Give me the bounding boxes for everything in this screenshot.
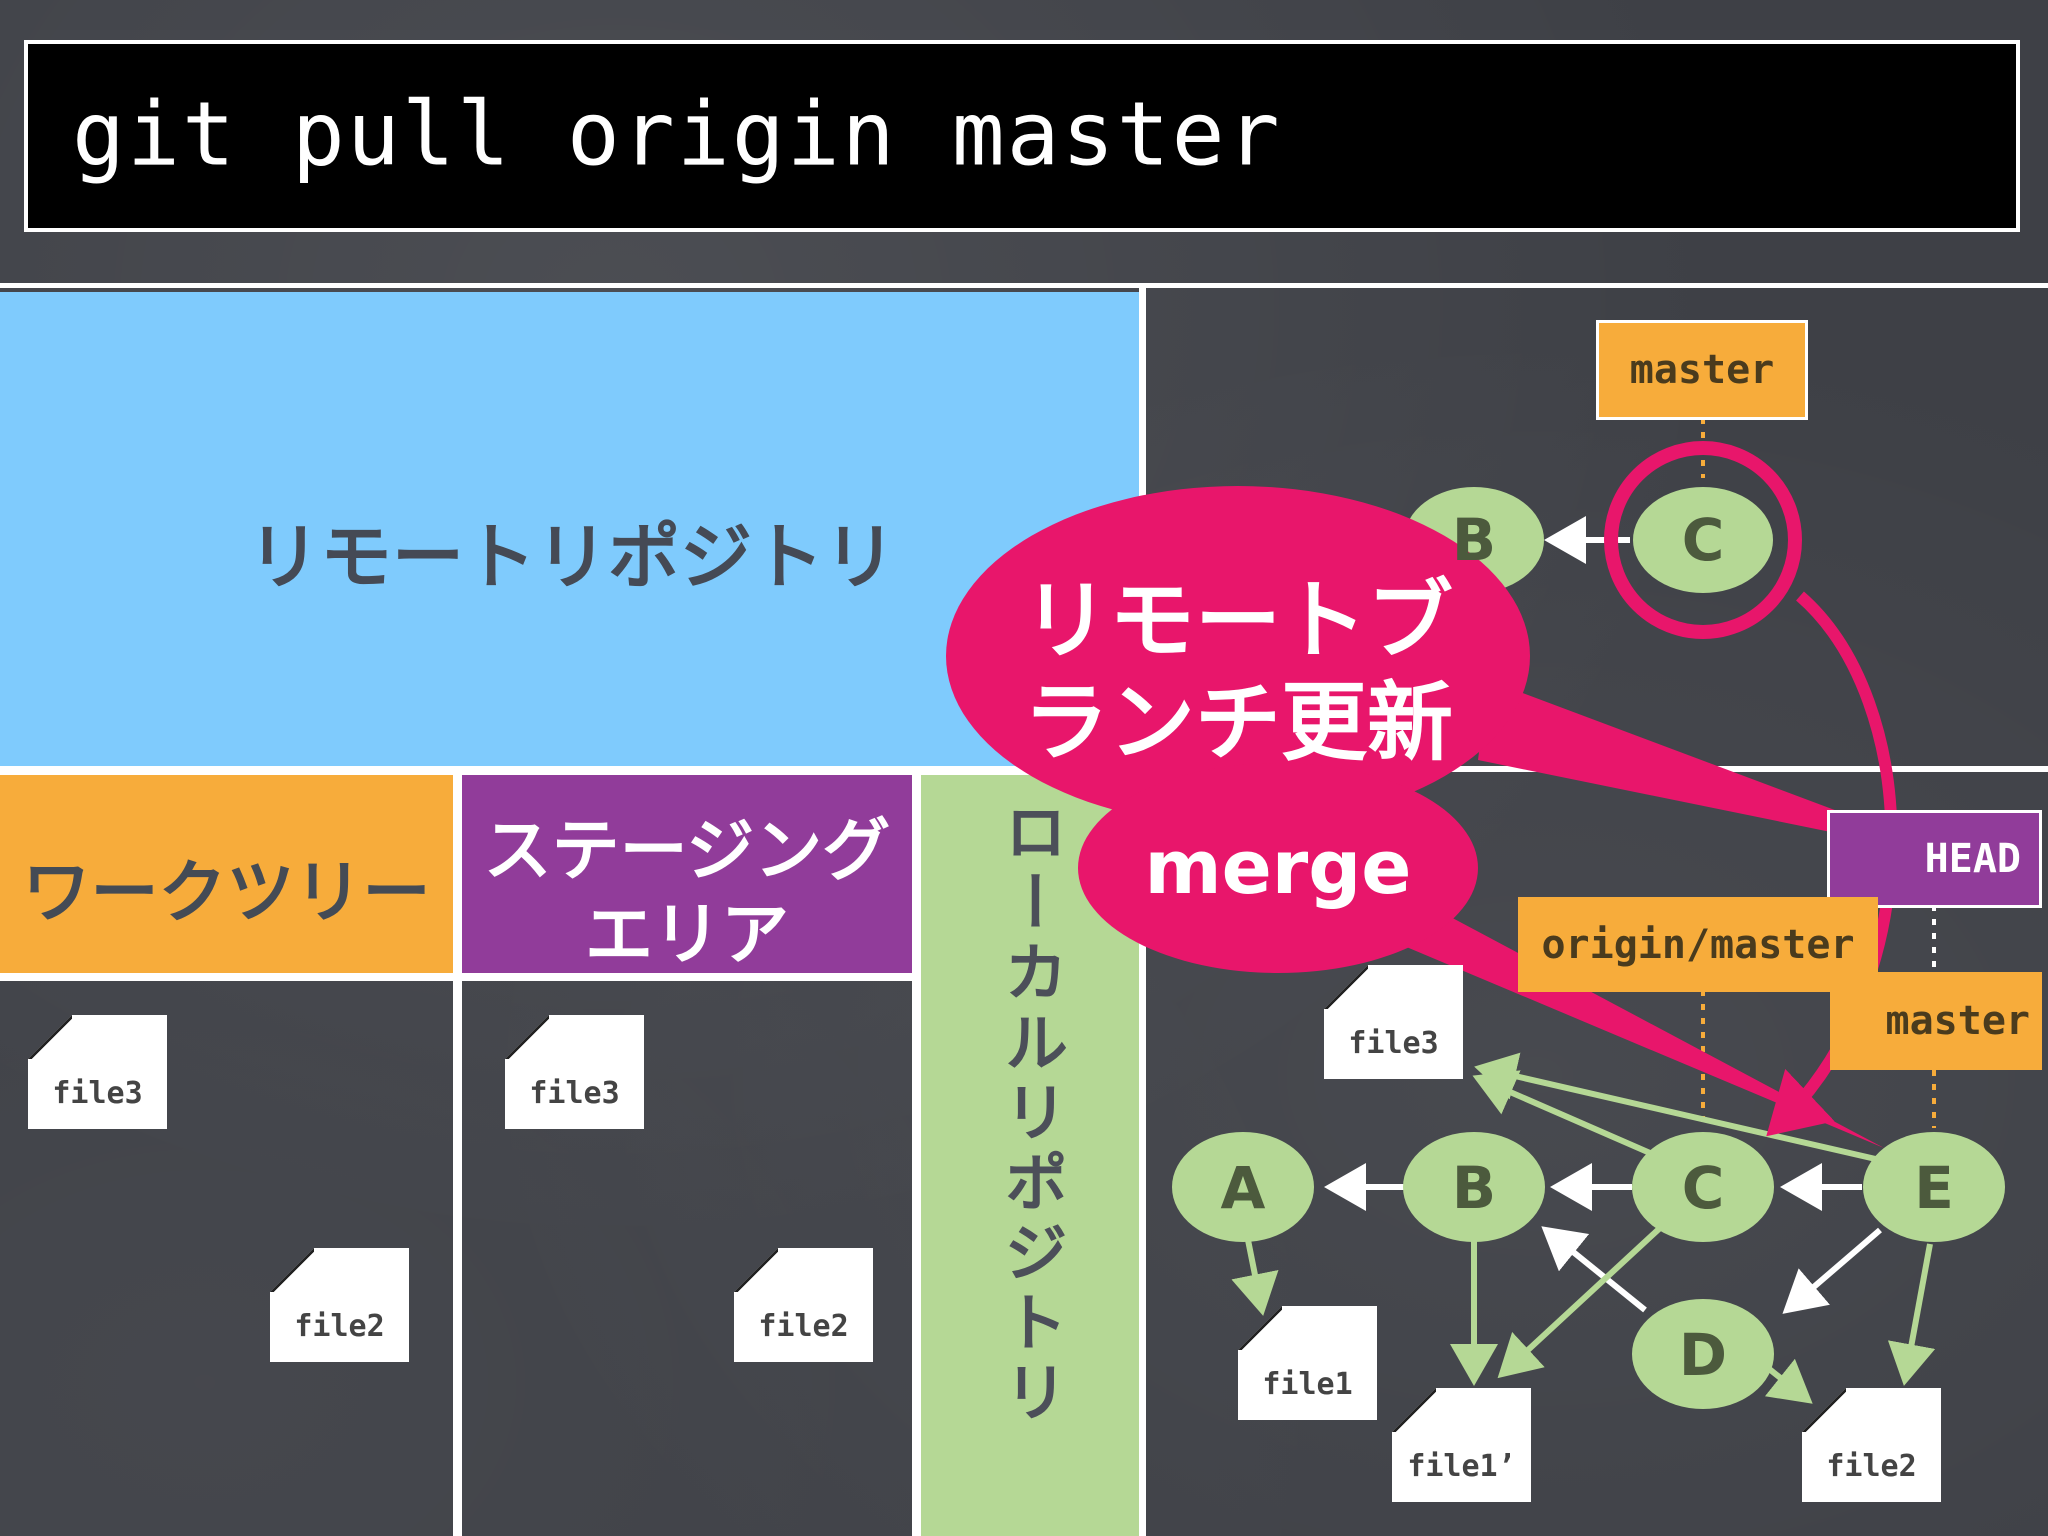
- command-title: git pull origin master: [72, 82, 1282, 186]
- parent-arrow: [1782, 1227, 1882, 1314]
- worktree-header: ワークツリー: [0, 775, 453, 973]
- tree-arrow: [1497, 1225, 1663, 1379]
- worktree-label: ワークツリー: [22, 854, 431, 933]
- callout-merge: merge: [1145, 825, 1412, 911]
- remote-master-tag: master: [1596, 320, 1808, 420]
- origin-master-tag: origin/master: [1518, 897, 1878, 992]
- commit-node-remote-c: [1633, 487, 1773, 593]
- callout-update-line2: ランチ更新: [1023, 673, 1453, 773]
- callout-tail: [1390, 890, 1884, 1148]
- highlight-ring: [1604, 441, 1802, 639]
- file-name: file1’: [1407, 1449, 1516, 1484]
- head-tag: HEAD: [1827, 810, 2042, 908]
- parent-arrow: [1541, 1226, 1647, 1313]
- tree-arrow: [1474, 1052, 1881, 1163]
- local-master-tag: master: [1830, 972, 2042, 1070]
- commit-node-e: [1863, 1132, 2005, 1242]
- commit-node-c: [1632, 1132, 1774, 1242]
- callout-bubble-merge: [1078, 763, 1478, 973]
- commit-label: B: [1452, 1154, 1496, 1222]
- file-name: file3: [529, 1076, 620, 1111]
- commit-label: B: [1452, 506, 1496, 574]
- divider: [912, 775, 921, 1536]
- file-icon: file2: [270, 1248, 409, 1362]
- commit-label: A: [1221, 1154, 1266, 1222]
- divider: [0, 766, 1139, 775]
- commit-label: C: [1682, 1154, 1725, 1222]
- file-name: file1: [1262, 1367, 1353, 1402]
- commit-node-d: [1632, 1299, 1774, 1409]
- file-name: file3: [52, 1076, 143, 1111]
- file-icon: file3: [28, 1015, 167, 1129]
- callout-update-line1: リモートブ: [1023, 571, 1453, 671]
- tree-arrow: [1764, 1358, 1813, 1404]
- tree-arrow: [1231, 1239, 1279, 1316]
- commit-node-b: [1403, 1132, 1545, 1242]
- commit-label: C: [1682, 506, 1725, 574]
- file-name: file2: [294, 1309, 385, 1344]
- command-title-box: git pull origin master: [24, 40, 2020, 232]
- commit-node-a: [1172, 1132, 1314, 1242]
- file-name: file2: [758, 1309, 849, 1344]
- commit-label: D: [1679, 1321, 1727, 1389]
- file-icon: file2: [734, 1248, 873, 1362]
- remote-repository-area: [0, 292, 1139, 766]
- file-name: file3: [1348, 1026, 1439, 1061]
- tree-arrow: [1887, 1243, 1936, 1386]
- file-name: file2: [1826, 1449, 1917, 1484]
- divider: [453, 775, 462, 1536]
- commit-label: E: [1914, 1154, 1954, 1222]
- divider: [0, 283, 2048, 288]
- divider: [0, 973, 912, 981]
- local-repository-label: ローカルリポジトリ: [993, 799, 1067, 1429]
- remote-repository-label: リモートリポジトリ: [248, 515, 897, 599]
- staging-label-line2: エリア: [584, 896, 789, 975]
- staging-header: ステージング エリア: [462, 775, 912, 975]
- callout-bubble-update: [946, 486, 1530, 826]
- staging-label-line1: ステージング: [483, 812, 891, 891]
